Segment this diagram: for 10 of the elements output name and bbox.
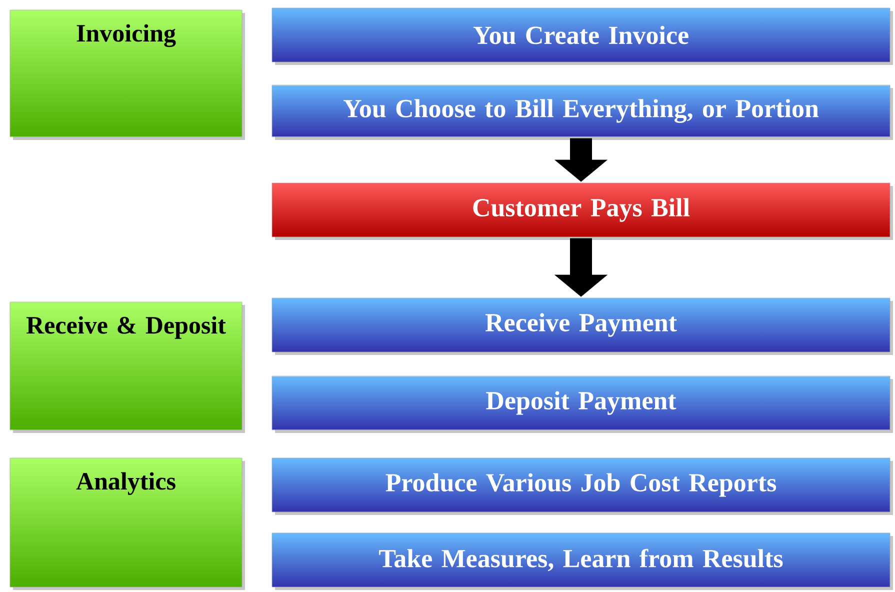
process-box: Take Measures, Learn from Results [272, 532, 893, 590]
process-box: You Choose to Bill Everything, or Portion [272, 84, 893, 140]
process-box: You Create Invoice [272, 8, 893, 65]
process-box: Receive Payment [272, 298, 893, 355]
stage-box: Invoicing [10, 10, 245, 140]
highlight-box: Customer Pays Bill [272, 182, 893, 240]
process-box: Deposit Payment [272, 376, 893, 433]
process-box: Produce Various Job Cost Reports [272, 458, 893, 515]
stage-box: Receive & Deposit [10, 302, 245, 433]
stage-box: Analytics [10, 458, 245, 590]
